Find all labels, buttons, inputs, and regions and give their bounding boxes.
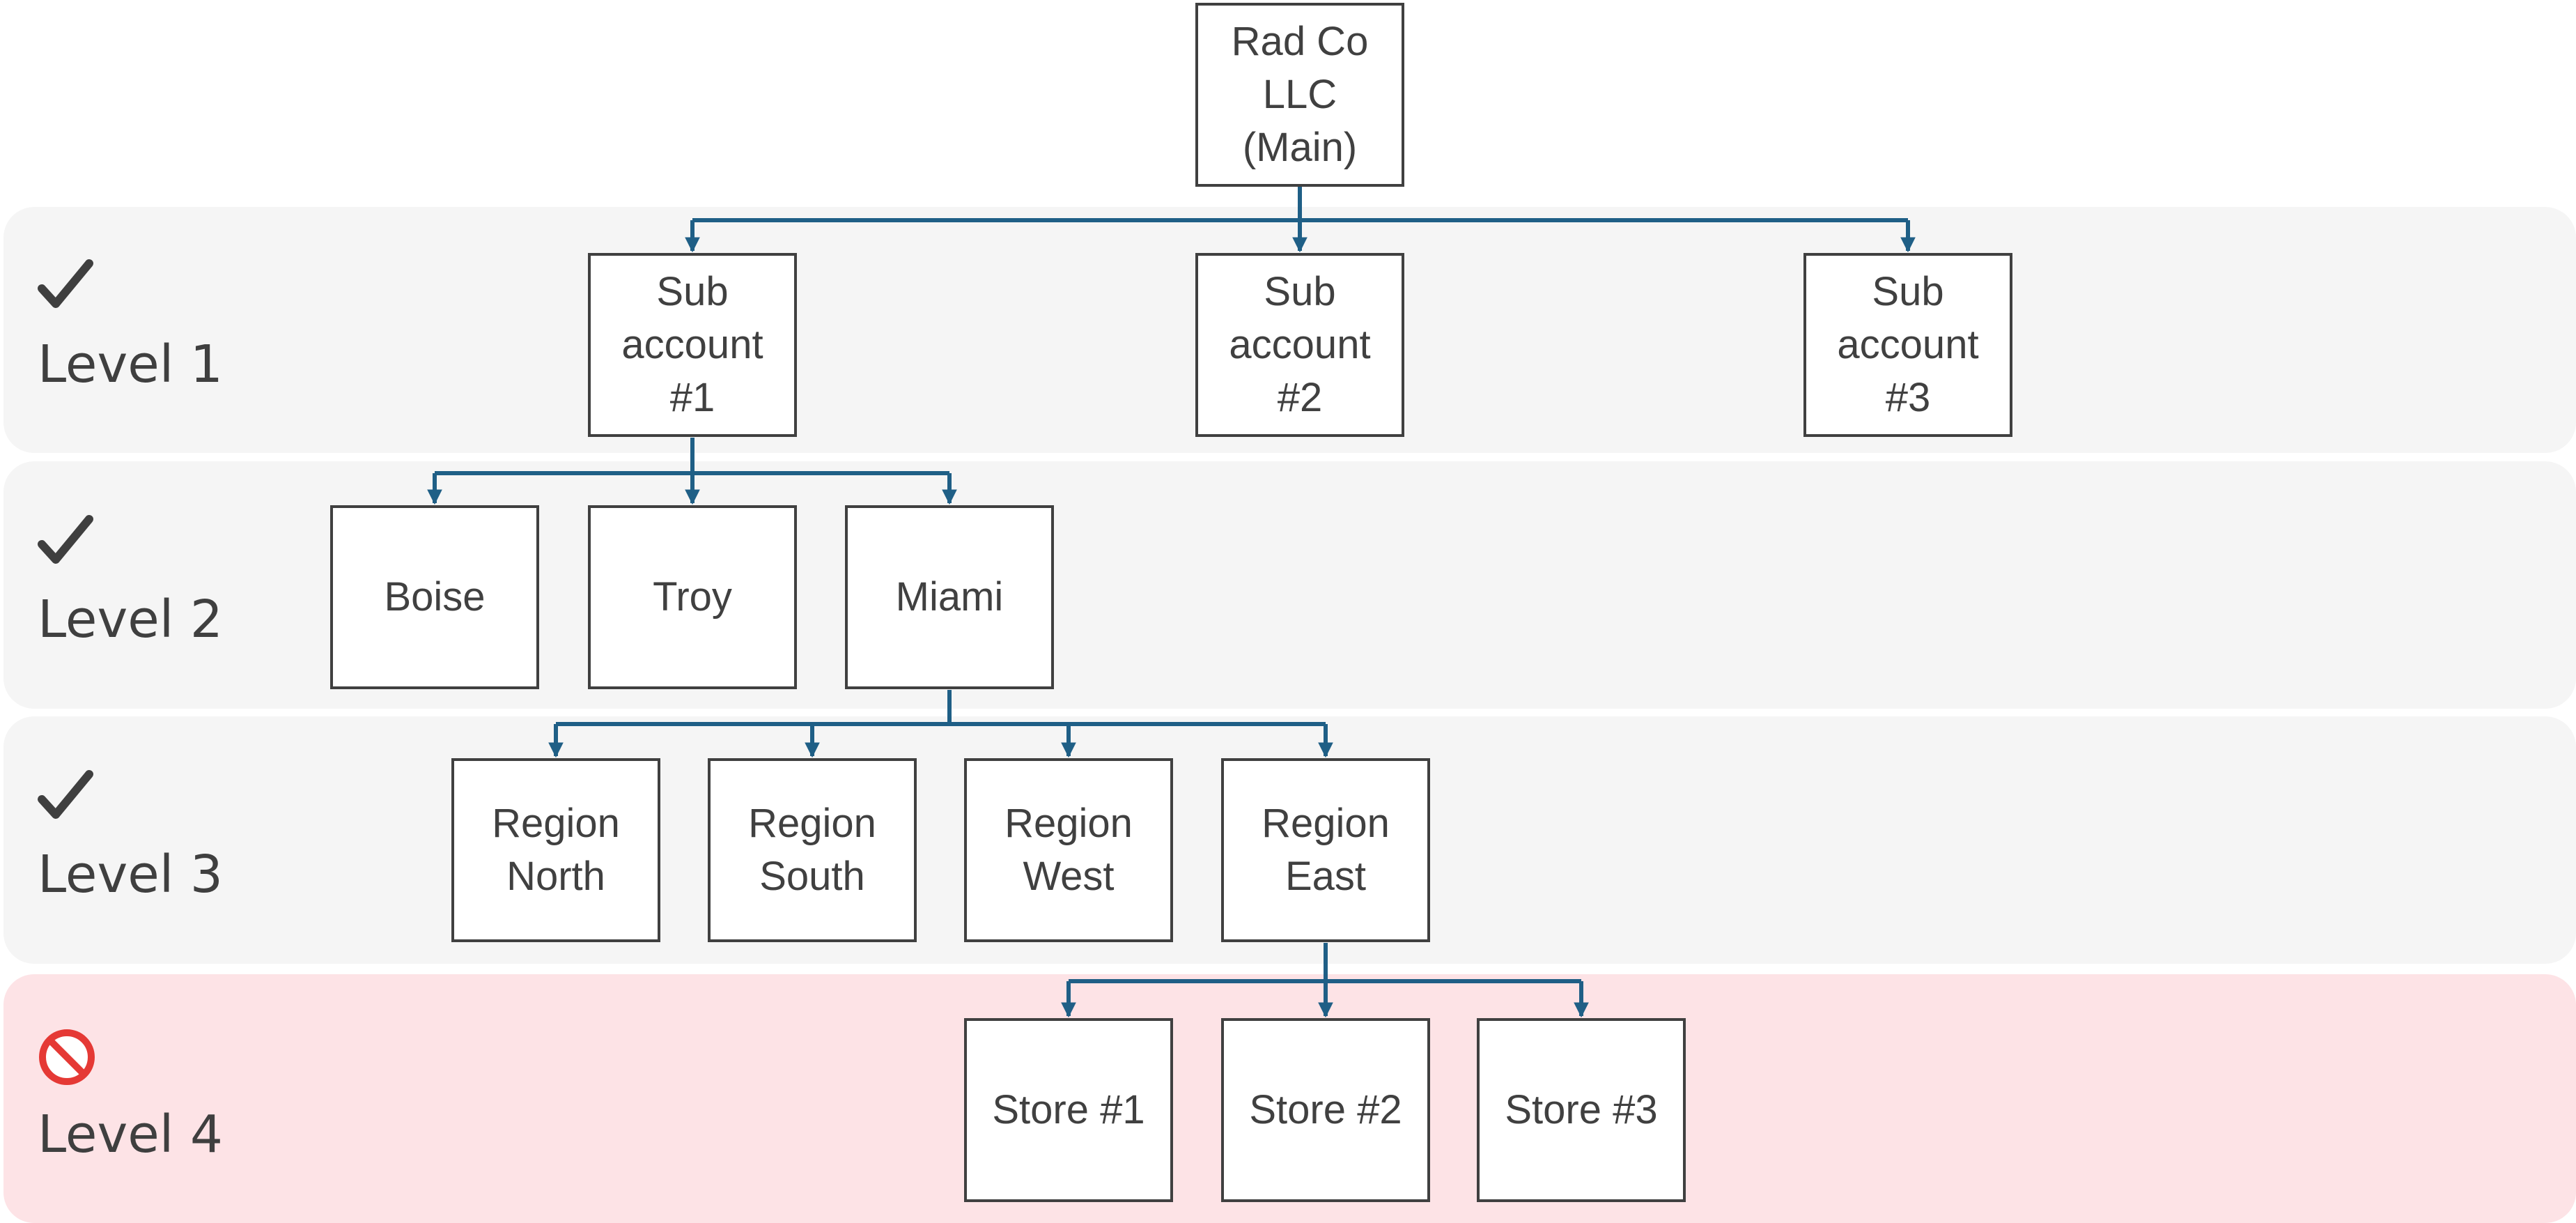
- check-icon: [38, 515, 93, 564]
- level-2-label: Level 2: [38, 590, 223, 649]
- check-icon: [38, 770, 93, 819]
- node-store-2: Store #2: [1221, 1018, 1430, 1202]
- node-boise: Boise: [330, 505, 539, 689]
- node-store-1: Store #1: [964, 1018, 1173, 1202]
- node-label: Troy: [653, 574, 732, 620]
- node-rad-co-llc-main: Rad Co LLC (Main): [1195, 3, 1404, 187]
- node-label: Sub account #1: [621, 269, 763, 420]
- node-label: Region East: [1262, 801, 1390, 899]
- node-miami: Miami: [845, 505, 1054, 689]
- node-label: Store #3: [1505, 1087, 1658, 1132]
- node-sub-account-2: Sub account #2: [1195, 253, 1404, 437]
- node-label: Boise: [384, 574, 486, 620]
- node-troy: Troy: [588, 505, 797, 689]
- level-1-label: Level 1: [38, 334, 223, 394]
- node-sub-account-3: Sub account #3: [1803, 253, 2012, 437]
- check-icon: [38, 259, 93, 308]
- node-label: Sub account #2: [1229, 269, 1371, 420]
- node-region-west: Region West: [964, 758, 1173, 942]
- node-label: Sub account #3: [1837, 269, 1979, 420]
- node-label: Store #2: [1249, 1087, 1402, 1132]
- node-region-south: Region South: [708, 758, 917, 942]
- node-region-east: Region East: [1221, 758, 1430, 942]
- node-sub-account-1: Sub account #1: [588, 253, 797, 437]
- node-region-north: Region North: [451, 758, 660, 942]
- node-label: Region West: [1004, 801, 1133, 899]
- node-label: Miami: [895, 574, 1004, 620]
- node-label: Region South: [748, 801, 876, 899]
- node-label: Region North: [492, 801, 620, 899]
- node-store-3: Store #3: [1477, 1018, 1686, 1202]
- prohibited-icon: [39, 1029, 95, 1085]
- node-label: Store #1: [992, 1087, 1145, 1132]
- node-label: Rad Co LLC (Main): [1231, 19, 1369, 170]
- level-4-label: Level 4: [38, 1105, 223, 1164]
- level-3-label: Level 3: [38, 845, 223, 905]
